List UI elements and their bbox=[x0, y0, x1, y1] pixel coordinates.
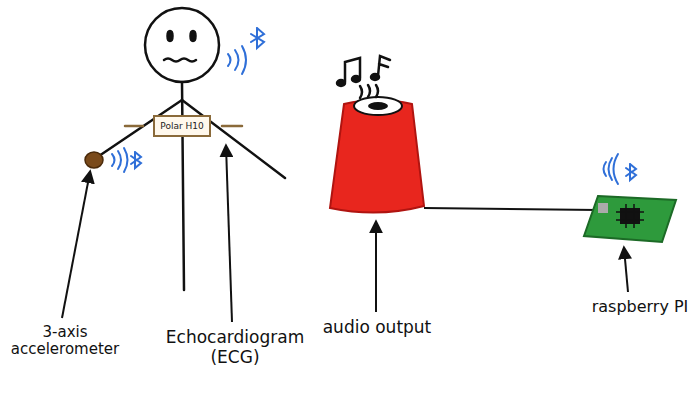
accelerometer-dot bbox=[85, 152, 103, 168]
leader-arrows bbox=[62, 146, 628, 322]
raspberry-pi-board bbox=[584, 196, 676, 242]
chest-strap bbox=[125, 125, 143, 128]
node-text: Polar H10 bbox=[160, 121, 203, 131]
body bbox=[182, 82, 184, 290]
speaker bbox=[330, 97, 424, 213]
part-label: raspberry PI bbox=[590, 298, 690, 316]
chest-strap bbox=[222, 125, 242, 128]
eye bbox=[191, 31, 196, 41]
head bbox=[145, 8, 219, 82]
part-label: 3-axis accelerometer bbox=[10, 324, 120, 359]
mouth bbox=[164, 59, 196, 62]
bluetooth-waves bbox=[228, 28, 264, 74]
bluetooth-waves bbox=[112, 148, 141, 172]
audio-cable bbox=[424, 208, 598, 210]
music-notes bbox=[337, 56, 390, 98]
bluetooth-waves bbox=[604, 154, 637, 184]
sensor-strap-box: Polar H10 bbox=[153, 115, 211, 137]
right-arm bbox=[182, 100, 285, 178]
eye bbox=[168, 31, 173, 41]
part-label: Echocardiogram (ECG) bbox=[150, 328, 320, 367]
stick-figure bbox=[96, 8, 285, 290]
part-label: audio output bbox=[322, 318, 432, 338]
